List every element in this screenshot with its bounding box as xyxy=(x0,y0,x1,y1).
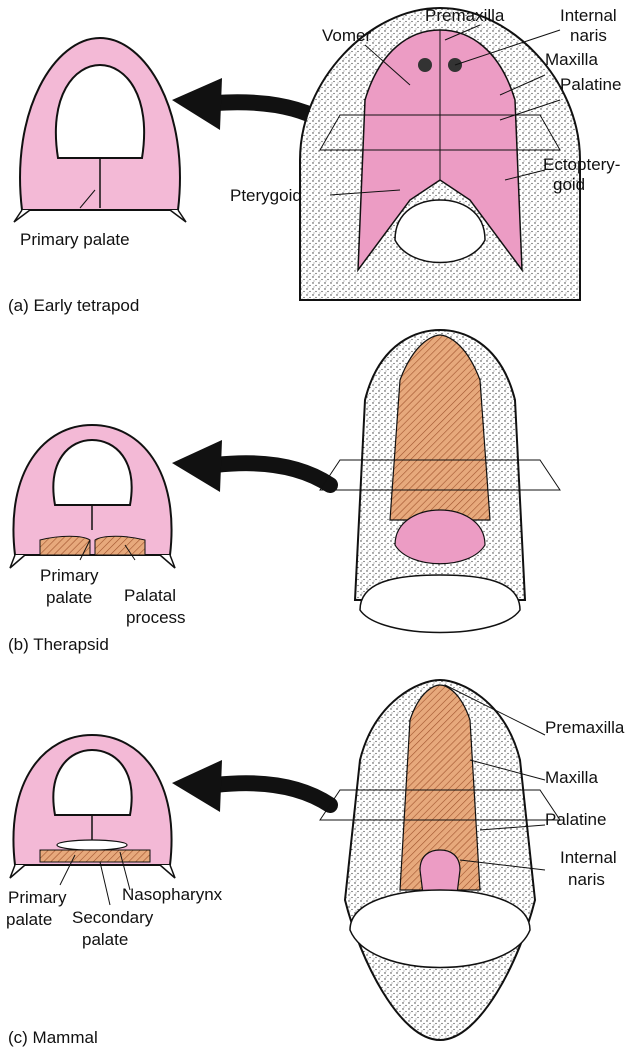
label-premaxilla-c: Premaxilla xyxy=(545,718,624,738)
label-secondary-palate-2: palate xyxy=(82,930,128,950)
label-maxilla-a: Maxilla xyxy=(545,50,598,70)
panel-c xyxy=(10,680,560,1040)
label-ectopterygoid-1: Ectoptery- xyxy=(543,155,620,175)
cross-section-c xyxy=(10,735,175,905)
cross-section-b xyxy=(10,425,175,568)
label-palatine-a: Palatine xyxy=(560,75,621,95)
label-internal-naris-a-2: naris xyxy=(570,26,607,46)
label-primary-palate-a: Primary palate xyxy=(20,230,130,250)
label-pterygoid: Pterygoid xyxy=(230,186,302,206)
label-maxilla-c: Maxilla xyxy=(545,768,598,788)
label-primary-palate-c-1: Primary xyxy=(8,888,67,908)
label-internal-naris-c-1: Internal xyxy=(560,848,617,868)
cross-section-a xyxy=(14,38,186,222)
label-primary-palate-b-1: Primary xyxy=(40,566,99,586)
panel-b xyxy=(10,330,560,633)
label-palatine-c: Palatine xyxy=(545,810,606,830)
label-vomer: Vomer xyxy=(322,26,371,46)
label-secondary-palate-1: Secondary xyxy=(72,908,153,928)
arrow-b xyxy=(172,440,330,492)
label-premaxilla-a: Premaxilla xyxy=(425,6,504,26)
skull-b xyxy=(320,330,560,633)
caption-c: (c) Mammal xyxy=(8,1028,98,1048)
skull-c xyxy=(320,680,560,1040)
skull-a xyxy=(300,8,580,300)
label-internal-naris-a-1: Internal xyxy=(560,6,617,26)
label-primary-palate-b-2: palate xyxy=(46,588,92,608)
caption-b: (b) Therapsid xyxy=(8,635,109,655)
label-primary-palate-c-2: palate xyxy=(6,910,52,930)
label-palatal-process-1: Palatal xyxy=(124,586,176,606)
caption-a: (a) Early tetrapod xyxy=(8,296,139,316)
label-palatal-process-2: process xyxy=(126,608,186,628)
label-ectopterygoid-2: goid xyxy=(553,175,585,195)
panel-a xyxy=(14,8,580,300)
label-internal-naris-c-2: naris xyxy=(568,870,605,890)
label-nasopharynx: Nasopharynx xyxy=(122,885,222,905)
arrow-c xyxy=(172,760,330,812)
